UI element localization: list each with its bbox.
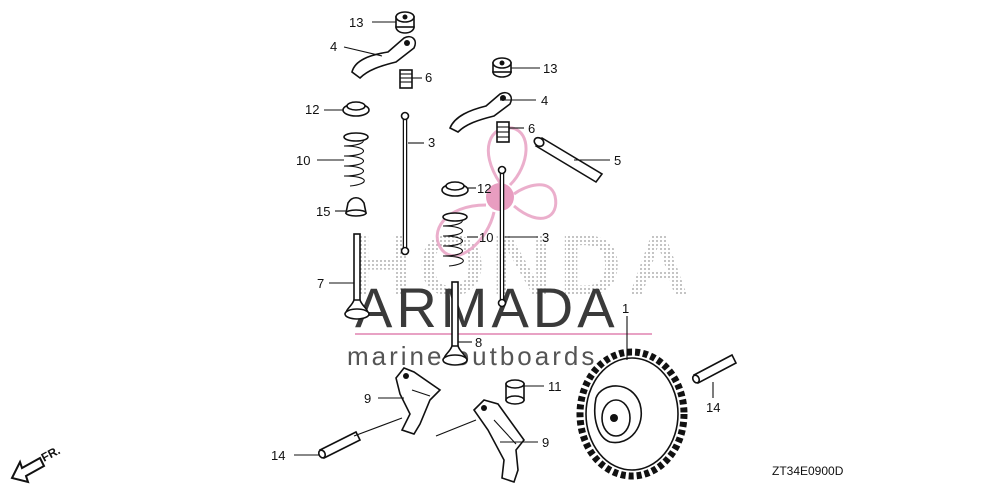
watermark-brand-main: ARMADA	[355, 276, 619, 339]
pin-part	[691, 353, 738, 385]
callout-11: 11	[548, 379, 562, 394]
callout-10: 10	[479, 230, 493, 245]
nut-part	[492, 57, 512, 78]
callout-6: 6	[528, 121, 535, 136]
callout-6: 6	[425, 70, 432, 85]
callout-3: 3	[428, 135, 435, 150]
callout-9: 9	[542, 435, 549, 450]
push-rod-part	[400, 111, 410, 256]
rocker-shaft-part	[533, 136, 604, 184]
callout-labels: 13 4 6 12 3 10 15 7 13 4 6 5 12 10 3 1 8…	[271, 15, 720, 463]
cam-follower-part	[472, 399, 526, 484]
callout-12: 12	[477, 181, 491, 196]
leader-lines	[294, 21, 714, 456]
spring-retainer-part	[441, 181, 469, 197]
callout-13: 13	[543, 61, 557, 76]
pivot-bolt-part	[496, 121, 510, 143]
callout-15: 15	[316, 204, 330, 219]
cam-roller-part	[505, 379, 525, 405]
callout-14: 14	[271, 448, 285, 463]
camshaft-gear-part	[576, 348, 688, 480]
callout-7: 7	[317, 276, 324, 291]
diagram-code: ZT34E0900D	[772, 464, 844, 478]
callout-8: 8	[475, 335, 482, 350]
callout-4: 4	[541, 93, 548, 108]
rocker-arm-part	[351, 35, 417, 80]
callout-10: 10	[296, 153, 310, 168]
spring-retainer-part	[342, 101, 370, 117]
cam-follower-part	[395, 367, 442, 435]
callout-9: 9	[364, 391, 371, 406]
valve-seal-part	[345, 196, 367, 217]
callout-12: 12	[305, 102, 319, 117]
callout-3: 3	[542, 230, 549, 245]
callout-1: 1	[622, 301, 629, 316]
callout-13: 13	[349, 15, 363, 30]
watermark-brand-sub: marine outboards	[347, 341, 597, 371]
exhaust-valve-part	[442, 281, 468, 366]
front-direction-marker: FR.	[10, 443, 62, 484]
valve-spring-part	[442, 212, 468, 267]
nut-part	[395, 11, 415, 34]
pin-part	[317, 430, 362, 460]
intake-valve-part	[344, 233, 370, 320]
callout-14: 14	[706, 400, 720, 415]
push-rod-part	[497, 165, 507, 308]
callout-4: 4	[330, 39, 337, 54]
valve-spring-part	[343, 132, 369, 187]
callout-5: 5	[614, 153, 621, 168]
pivot-bolt-part	[399, 69, 413, 89]
